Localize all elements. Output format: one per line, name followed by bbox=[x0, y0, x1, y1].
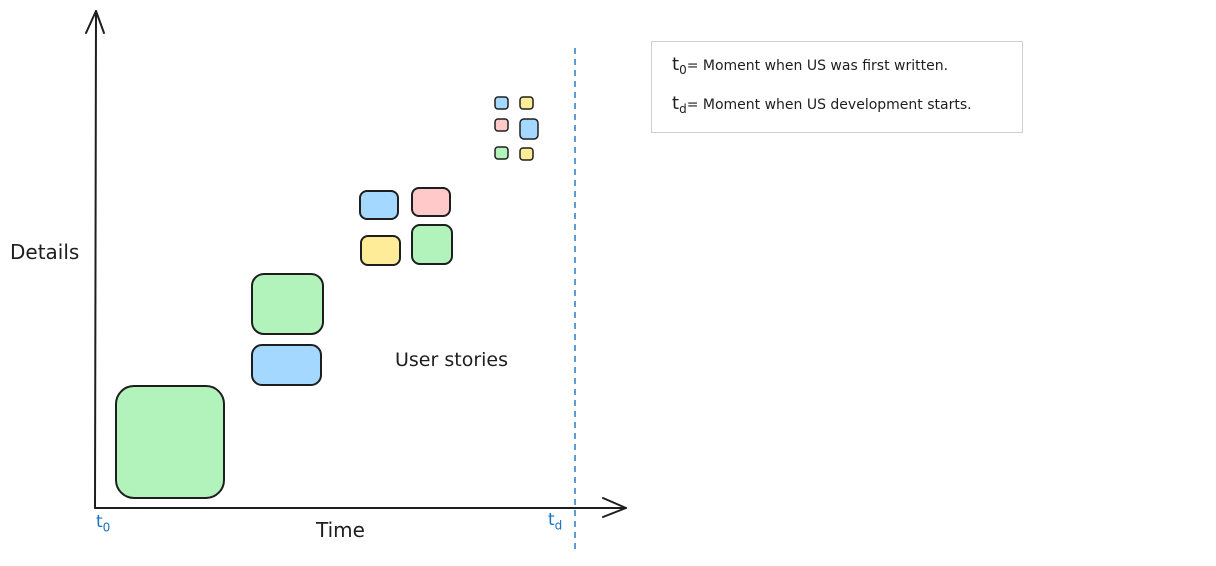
story-card-small-green bbox=[411, 224, 453, 265]
story-card-tiny-yellow-1 bbox=[519, 96, 534, 110]
story-cards bbox=[115, 96, 539, 499]
story-card-large-green bbox=[115, 385, 225, 499]
td-tick-label: td bbox=[548, 510, 563, 533]
story-card-small-yellow bbox=[360, 235, 401, 266]
story-card-tiny-yellow-2 bbox=[519, 147, 534, 161]
legend-item-t0: t0= Moment when US was first written. bbox=[672, 54, 949, 77]
user-stories-label: User stories bbox=[395, 349, 508, 371]
story-card-tiny-green bbox=[494, 146, 509, 160]
legend-item-td: td= Moment when US development starts. bbox=[672, 93, 972, 116]
story-card-medium-blue bbox=[251, 344, 322, 386]
story-card-medium-green bbox=[251, 273, 324, 335]
x-axis-label: Time bbox=[316, 518, 365, 542]
t0-tick-label: t0 bbox=[96, 512, 111, 535]
story-card-tiny-blue-2 bbox=[519, 118, 539, 140]
story-card-small-blue bbox=[359, 190, 399, 220]
legend-box: t0= Moment when US was first written. td… bbox=[651, 41, 1023, 133]
y-axis-label: Details bbox=[10, 240, 80, 264]
story-card-tiny-pink bbox=[494, 118, 509, 132]
y-axis bbox=[94, 10, 97, 509]
x-axis-arrowhead bbox=[602, 497, 627, 518]
story-card-small-pink bbox=[411, 187, 451, 217]
y-axis-arrowhead bbox=[85, 10, 105, 34]
story-card-tiny-blue-1 bbox=[494, 96, 509, 110]
